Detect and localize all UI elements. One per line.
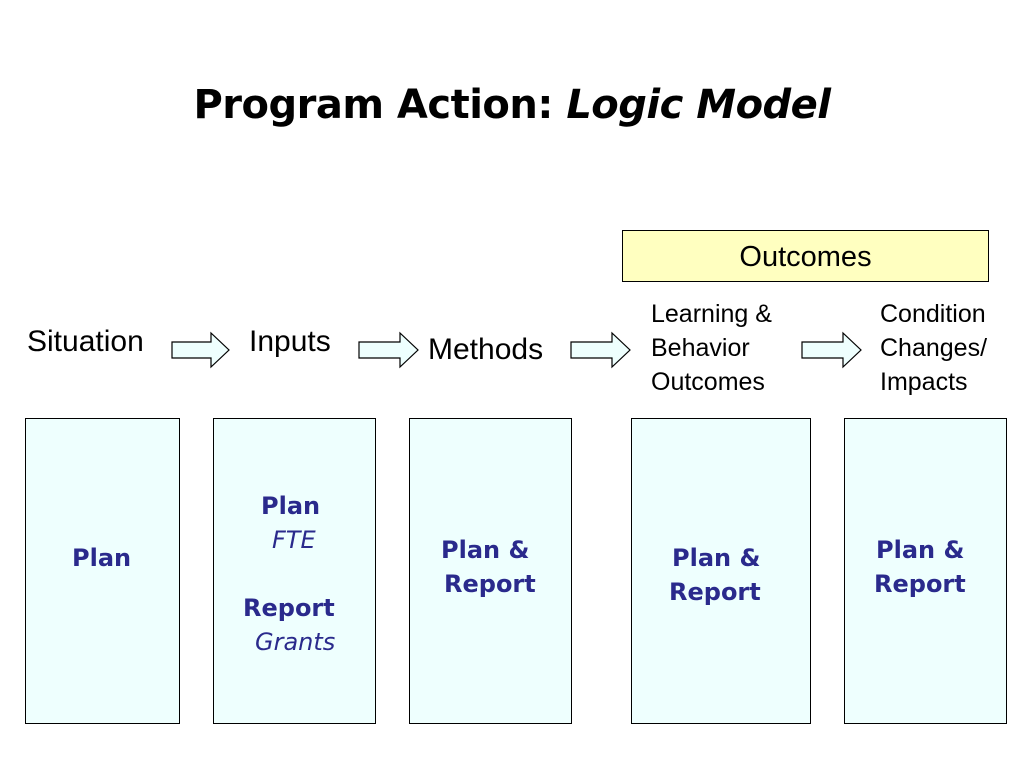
column-inputs-plan: Plan bbox=[261, 492, 321, 520]
arrow-situation-to-inputs-icon bbox=[171, 331, 230, 369]
column-inputs-report: Report bbox=[243, 594, 335, 622]
column-learning-line-1: Plan & bbox=[672, 544, 761, 572]
outcomes-header: Outcomes bbox=[622, 230, 989, 282]
column-methods: Plan & Report bbox=[409, 418, 572, 724]
column-methods-line-2: Report bbox=[444, 570, 536, 598]
stage-condition-line-1: Condition bbox=[880, 300, 986, 328]
arrow-learning-to-condition-icon bbox=[801, 331, 862, 369]
stage-condition-line-2: Changes/ bbox=[880, 334, 988, 362]
arrow-inputs-to-methods-icon bbox=[358, 331, 419, 369]
stage-learning-line-2: Behavior bbox=[651, 334, 750, 362]
stage-situation: Situation bbox=[27, 325, 144, 358]
column-situation-text: Plan bbox=[72, 544, 132, 572]
column-inputs-plan-sub: FTE bbox=[272, 526, 316, 554]
stage-condition-line-3: Impacts bbox=[880, 368, 968, 396]
column-methods-line-1: Plan & bbox=[441, 536, 530, 564]
column-inputs-report-sub: Grants bbox=[255, 628, 336, 656]
column-inputs: Plan FTE Report Grants bbox=[213, 418, 376, 724]
column-condition: Plan & Report bbox=[844, 418, 1007, 724]
column-learning-line-2: Report bbox=[669, 578, 761, 606]
stage-learning-line-3: Outcomes bbox=[651, 368, 765, 396]
column-condition-line-2: Report bbox=[874, 570, 966, 598]
column-learning: Plan & Report bbox=[631, 418, 811, 724]
stage-learning-line-1: Learning & bbox=[651, 300, 772, 328]
title-main: Program Action: bbox=[193, 82, 567, 128]
title-emphasis: Logic Model bbox=[566, 82, 831, 128]
stage-condition: Condition Changes/ Impacts bbox=[880, 297, 987, 399]
column-situation: Plan bbox=[25, 418, 180, 724]
arrow-methods-to-learning-icon bbox=[570, 331, 631, 369]
page-title: Program Action: Logic Model bbox=[0, 82, 1024, 128]
column-condition-line-1: Plan & bbox=[876, 536, 965, 564]
stage-inputs: Inputs bbox=[249, 325, 331, 358]
stage-learning: Learning & Behavior Outcomes bbox=[651, 297, 772, 399]
stage-methods: Methods bbox=[428, 333, 544, 366]
